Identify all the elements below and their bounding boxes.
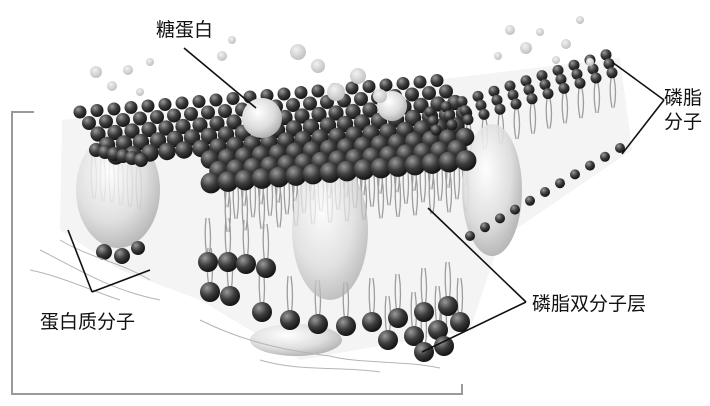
sugar-unit — [146, 58, 154, 66]
phospholipid-head — [256, 258, 276, 278]
sugar-unit — [586, 58, 594, 66]
phospholipid-head — [312, 85, 325, 98]
sugar-unit — [136, 88, 144, 96]
phospholipid-head — [193, 95, 206, 108]
label-phospholipid-molecule: 磷脂 分子 — [664, 86, 704, 134]
phospholipid-head — [525, 196, 535, 206]
phospholipid-head — [308, 314, 328, 334]
sugar-unit — [228, 36, 236, 44]
phospholipid-head — [434, 336, 454, 356]
phospholipid-head — [495, 104, 506, 115]
phospholipid-head — [362, 312, 382, 332]
phospholipid-head — [527, 93, 538, 104]
sugar-unit — [561, 39, 571, 49]
phospholipid-head — [480, 222, 490, 232]
phospholipid-head — [450, 312, 470, 332]
phospholipid-head — [463, 114, 474, 125]
sugar-unit — [123, 65, 133, 75]
phospholipid-head — [414, 76, 427, 89]
phospholipid-head — [447, 119, 458, 130]
phospholipid-head — [158, 143, 175, 160]
phospholipid-head — [278, 88, 291, 101]
phospholipid-head — [114, 248, 130, 264]
phospholipid-head — [218, 252, 238, 272]
phospholipid-head — [74, 106, 87, 119]
phospholipid-head — [510, 205, 520, 215]
label-phospholipid-molecule-line2: 分子 — [664, 110, 704, 134]
sugar-unit — [576, 16, 584, 24]
sugar-unit — [217, 51, 227, 61]
phospholipid-head — [336, 316, 356, 336]
phospholipid-head — [431, 125, 442, 136]
phospholipid-head — [210, 94, 223, 107]
phospholipid-head — [397, 77, 410, 90]
phospholipid-head — [607, 67, 618, 78]
phospholipid-head — [220, 286, 240, 306]
sugar-unit — [373, 89, 387, 103]
phospholipid-head — [479, 109, 490, 120]
phospholipid-head — [176, 97, 189, 110]
phospholipid-head — [200, 282, 220, 302]
sugar-unit — [536, 28, 544, 36]
phospholipid-head — [378, 330, 398, 350]
phospholipid-head — [175, 141, 192, 158]
phospholipid-head — [142, 100, 155, 113]
phospholipid-head — [570, 169, 580, 179]
label-phospholipid-bilayer: 磷脂双分子层 — [532, 292, 646, 316]
sugar-unit — [350, 68, 366, 84]
phospholipid-head — [108, 103, 121, 116]
label-phospholipid-molecule-line1: 磷脂 — [664, 86, 704, 110]
phospholipid-head — [252, 302, 272, 322]
phospholipid-head — [591, 73, 602, 84]
phospholipid-head — [465, 231, 475, 241]
sugar-unit — [520, 42, 532, 54]
phospholipid-head — [198, 252, 218, 272]
phospholipid-head — [511, 99, 522, 110]
phospholipid-head — [559, 83, 570, 94]
phospholipid-head — [227, 92, 240, 105]
phospholipid-head — [555, 178, 565, 188]
phospholipid-head — [575, 78, 586, 89]
phospholipid-head — [295, 86, 308, 99]
label-glycoprotein: 糖蛋白 — [156, 18, 213, 42]
sugar-unit — [494, 52, 502, 60]
phospholipid-head — [91, 104, 104, 117]
phospholipid-head — [414, 342, 434, 362]
phospholipid-head — [134, 153, 148, 167]
phospholipid-head — [280, 310, 300, 330]
sugar-unit — [505, 25, 515, 35]
phospholipid-head — [388, 308, 408, 328]
sugar-unit — [311, 59, 325, 73]
glycoprotein-sphere — [242, 98, 282, 138]
sugar-unit — [107, 81, 117, 91]
sugar-unit — [552, 56, 560, 64]
phospholipid-head — [438, 296, 458, 316]
phospholipid-head — [585, 161, 595, 171]
phospholipid-head — [495, 213, 505, 223]
phospholipid-head — [236, 254, 256, 274]
phospholipid-head — [131, 241, 145, 255]
phospholipid-head — [600, 152, 610, 162]
phospholipid-head — [159, 98, 172, 111]
phospholipid-head — [543, 88, 554, 99]
phospholipid-head — [125, 101, 138, 114]
phospholipid-head — [540, 187, 550, 197]
phospholipid-head — [456, 150, 477, 171]
phospholipid-head — [431, 74, 444, 87]
sugar-unit — [290, 44, 306, 60]
sugar-unit — [327, 83, 345, 101]
phospholipid-head — [414, 302, 434, 322]
sugar-unit — [90, 66, 102, 78]
phospholipid-head — [363, 80, 376, 93]
label-protein-molecule: 蛋白质分子 — [40, 310, 135, 334]
